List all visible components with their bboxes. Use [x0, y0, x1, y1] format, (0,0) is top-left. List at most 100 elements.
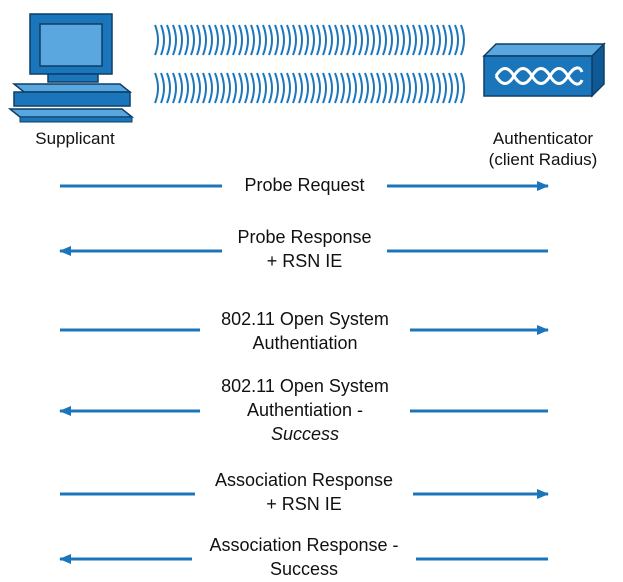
wave-arc — [214, 24, 219, 56]
wave-arc — [316, 72, 321, 104]
wave-arc — [442, 72, 447, 104]
message-association-response-success: Association Response - Success — [192, 533, 416, 581]
wave-arc — [238, 24, 243, 56]
wave-arc — [280, 72, 285, 104]
wave-arc — [202, 72, 207, 104]
wave-arc — [268, 24, 273, 56]
wave-arc — [298, 24, 303, 56]
wave-arc — [304, 72, 309, 104]
wave-arc — [394, 72, 399, 104]
wave-arc — [412, 72, 417, 104]
wave-arc — [172, 72, 177, 104]
wave-arc — [304, 24, 309, 56]
wave-arc — [196, 72, 201, 104]
wave-arc — [238, 72, 243, 104]
wave-arc — [400, 24, 405, 56]
message-line: Authentiation - — [246, 400, 364, 420]
wave-arc — [178, 72, 183, 104]
wave-arc — [214, 72, 219, 104]
wave-arc — [430, 72, 435, 104]
wave-arc — [208, 72, 213, 104]
wave-arc — [202, 24, 207, 56]
wave-arc — [328, 72, 333, 104]
wave-arc — [376, 24, 381, 56]
message-probe-response: Probe Response + RSN IE — [222, 225, 387, 273]
message-open-system-auth: 802.11 Open System Authentiation — [200, 307, 410, 355]
wave-arc — [298, 72, 303, 104]
wave-arc — [208, 24, 213, 56]
wave-arc — [184, 24, 189, 56]
wave-arc — [322, 72, 327, 104]
wave-arc — [292, 72, 297, 104]
wave-arc — [262, 24, 267, 56]
wireless-waves-bottom — [154, 72, 465, 104]
wave-arc — [406, 24, 411, 56]
wave-arc — [448, 72, 453, 104]
wireless-waves-top — [154, 24, 465, 56]
message-line: + RSN IE — [266, 494, 342, 514]
wave-arc — [418, 24, 423, 56]
wave-arc — [250, 24, 255, 56]
message-line: Association Response — [214, 470, 394, 490]
wave-arc — [154, 72, 159, 104]
wave-arc — [352, 72, 357, 104]
wave-arc — [346, 72, 351, 104]
wave-arc — [364, 72, 369, 104]
access-point-icon — [482, 42, 606, 98]
wave-arc — [388, 24, 393, 56]
wave-arc — [256, 72, 261, 104]
wave-arc — [352, 24, 357, 56]
wave-arc — [328, 24, 333, 56]
wave-arc — [322, 24, 327, 56]
message-open-system-auth-success: 802.11 Open System Authentiation - Succe… — [200, 374, 410, 446]
wave-arc — [334, 72, 339, 104]
wave-arc — [232, 24, 237, 56]
message-line: Probe Request — [244, 175, 365, 195]
wave-arc — [370, 72, 375, 104]
wave-arc — [448, 24, 453, 56]
wave-arc — [262, 72, 267, 104]
wave-arc — [292, 24, 297, 56]
wave-arc — [244, 72, 249, 104]
wave-arc — [460, 24, 465, 56]
wave-arc — [166, 24, 171, 56]
wave-arc — [244, 24, 249, 56]
wave-arc — [286, 24, 291, 56]
wave-arc — [412, 24, 417, 56]
wave-arc — [274, 72, 279, 104]
message-line: 802.11 Open System — [221, 309, 389, 329]
computer-icon — [8, 13, 135, 123]
wave-arc — [154, 24, 159, 56]
wave-arc — [190, 72, 195, 104]
message-association-response: Association Response + RSN IE — [195, 468, 413, 516]
wave-arc — [178, 24, 183, 56]
wave-arc — [424, 72, 429, 104]
supplicant-label: Supplicant — [35, 129, 115, 148]
wave-arc — [250, 72, 255, 104]
message-line: + RSN IE — [266, 251, 343, 271]
message-line: Association Response - — [209, 535, 399, 555]
wave-arc — [340, 72, 345, 104]
wave-arc — [256, 24, 261, 56]
wave-arc — [160, 72, 165, 104]
wave-arc — [166, 72, 171, 104]
wave-arc — [382, 24, 387, 56]
wave-arc — [220, 72, 225, 104]
authenticator-label-line1: Authenticator — [492, 129, 594, 148]
wave-arc — [436, 72, 441, 104]
wave-arc — [220, 24, 225, 56]
wave-arc — [172, 24, 177, 56]
message-line: Authentiation — [252, 333, 358, 353]
wave-arc — [424, 24, 429, 56]
wave-arc — [430, 24, 435, 56]
wave-arc — [364, 24, 369, 56]
message-line: 802.11 Open System — [221, 376, 389, 396]
wave-arc — [346, 24, 351, 56]
wave-arc — [394, 24, 399, 56]
wave-arc — [418, 72, 423, 104]
wave-arc — [358, 72, 363, 104]
wave-arc — [160, 24, 165, 56]
wave-arc — [280, 24, 285, 56]
wave-arc — [286, 72, 291, 104]
wave-arc — [184, 72, 189, 104]
